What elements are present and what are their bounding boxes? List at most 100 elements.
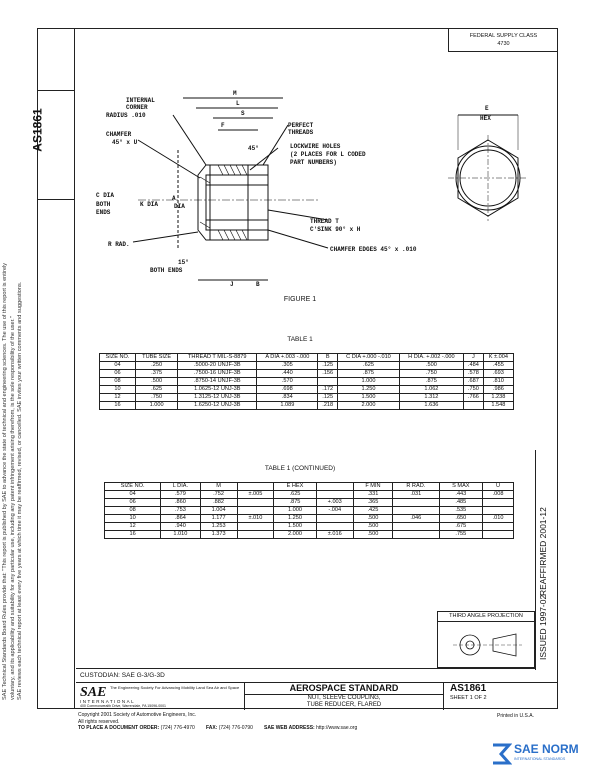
table-cell: .440 — [256, 369, 319, 378]
table-cell: .250 — [135, 361, 179, 370]
table-cell: 1.004 — [199, 506, 238, 515]
table-cell: .940 — [160, 522, 201, 531]
table-cell: 08 — [98, 377, 137, 386]
title-middle: AEROSPACE STANDARD NUT, SLEEVE COUPLING,… — [244, 683, 444, 710]
table-cell — [482, 506, 514, 515]
table1-header: J — [462, 353, 484, 362]
table-cell: 06 — [98, 369, 137, 378]
table1-title: TABLE 1 — [287, 336, 313, 343]
federal-supply-class: FEDERAL SUPPLY CLASS 4730 — [448, 28, 558, 52]
table-cell: .875 — [273, 498, 317, 507]
table2-header: F MIN — [352, 482, 394, 491]
table-cell: .693 — [482, 369, 515, 378]
table-cell: .031 — [392, 490, 440, 499]
table-cell: .010 — [482, 514, 514, 523]
table-cell: ±.010 — [236, 514, 275, 523]
sae-norm-watermark: SAE NORM INTERNATIONAL STANDARDS — [488, 740, 600, 776]
custodian: CUSTODIAN: SAE G-3/G-3D — [76, 668, 535, 682]
svg-text:(2 PLACES FOR L CODED: (2 PLACES FOR L CODED — [290, 151, 366, 158]
table-cell: .7500-16 UNJF-3B — [177, 369, 258, 378]
table-cell: .535 — [438, 506, 484, 515]
table2-title: TABLE 1 (CONTINUED) — [264, 465, 336, 472]
table-cell: .753 — [160, 506, 201, 515]
table-cell: .455 — [482, 361, 515, 370]
label-hex: HEX — [480, 115, 491, 122]
label-a-dia: A — [172, 195, 176, 202]
label-45: 45° — [248, 145, 259, 152]
svg-text:RADIUS .010: RADIUS .010 — [106, 112, 146, 119]
table-cell: .331 — [352, 490, 394, 499]
table-cell: +.003 — [315, 498, 354, 507]
label-thread-t: THREAD T — [310, 218, 339, 225]
table-cell: 1.177 — [199, 514, 238, 523]
dim-j: J — [230, 281, 234, 288]
doc-id-vertical: AS1861 — [30, 108, 45, 152]
svg-text:BOTH: BOTH — [96, 201, 111, 208]
table-cell: .125 — [317, 361, 339, 370]
table1-header: B — [317, 353, 339, 362]
table-cell — [462, 401, 484, 410]
table-cell: 1.312 — [398, 393, 464, 402]
table1-header: THREAD T MIL-S-8879 — [177, 353, 258, 362]
table-cell: .443 — [438, 490, 484, 499]
dim-e: E — [485, 105, 489, 112]
dim-l: L — [236, 100, 240, 107]
table-cell: .485 — [438, 498, 484, 507]
issued-note: ISSUED 1997-02 — [538, 594, 548, 660]
table-cell: 04 — [98, 361, 137, 370]
table-cell: 06 — [103, 498, 162, 507]
title-right: AS1861 SHEET 1 OF 2 — [446, 683, 560, 710]
table-cell: .864 — [160, 514, 201, 523]
table-cell: .305 — [256, 361, 319, 370]
label-k-dia: K DIA — [140, 201, 158, 208]
figure-1-drawing: INTERNAL CORNER RADIUS .010 CHAMFER 45° … — [96, 90, 528, 288]
table-cell: 1.500 — [337, 393, 400, 402]
svg-text:45° x U: 45° x U — [112, 139, 138, 146]
table-cell — [315, 514, 354, 523]
svg-text:PART NUMBERS): PART NUMBERS) — [290, 159, 337, 166]
table2-header: M — [199, 482, 238, 491]
table-cell: 1.548 — [482, 401, 515, 410]
doc-number: AS1861 — [450, 683, 487, 694]
table-cell — [236, 498, 275, 507]
table-cell: 1.000 — [273, 506, 317, 515]
table-cell: .810 — [482, 377, 515, 386]
table-cell: .172 — [317, 385, 339, 394]
table-cell: 12 — [98, 393, 137, 402]
dim-m: M — [233, 90, 237, 97]
table-cell: -.004 — [315, 506, 354, 515]
table-cell: .625 — [337, 361, 400, 370]
table1-header: TUBE SIZE — [135, 353, 179, 362]
doc-id-box — [37, 90, 75, 200]
label-c-dia: C DIA — [96, 192, 114, 199]
table1-header: C DIA +.000 -.010 — [337, 353, 400, 362]
svg-text:ENDS: ENDS — [96, 209, 111, 216]
table-cell: 1.636 — [398, 401, 464, 410]
label-chamfer-edges: CHAMFER EDGES 45° x .010 — [330, 246, 417, 253]
sae-logo-block: SAE The Engineering Society For Advancin… — [80, 685, 240, 708]
table2-header — [236, 482, 275, 491]
table-cell — [236, 530, 275, 539]
table2-header — [315, 482, 354, 491]
title-block: SAE The Engineering Society For Advancin… — [76, 682, 560, 710]
label-lockwire: LOCKWIRE HOLES — [290, 143, 341, 150]
table-cell: .500 — [352, 530, 394, 539]
label-both-ends: BOTH ENDS — [150, 267, 183, 274]
printed-in: Printed in U.S.A. — [497, 713, 534, 719]
sae-name: The Engineering Society For Advancing Mo… — [110, 685, 240, 690]
order-phone: (724) 776-4970 — [160, 725, 195, 731]
table-cell — [482, 498, 514, 507]
table-cell: 1.238 — [482, 393, 515, 402]
table1-header: H DIA. +.002 -.000 — [398, 353, 464, 362]
table-cell: 04 — [103, 490, 162, 499]
table2-header: SIZE NO. — [103, 482, 162, 491]
table-cell: .570 — [256, 377, 319, 386]
rights: All rights reserved. — [78, 718, 120, 725]
table-cell: 1.500 — [273, 522, 317, 531]
third-angle-projection: THIRD ANGLE PROJECTION — [437, 611, 535, 668]
table-cell: .218 — [317, 401, 339, 410]
web-address[interactable]: http://www.sae.org — [316, 725, 358, 731]
